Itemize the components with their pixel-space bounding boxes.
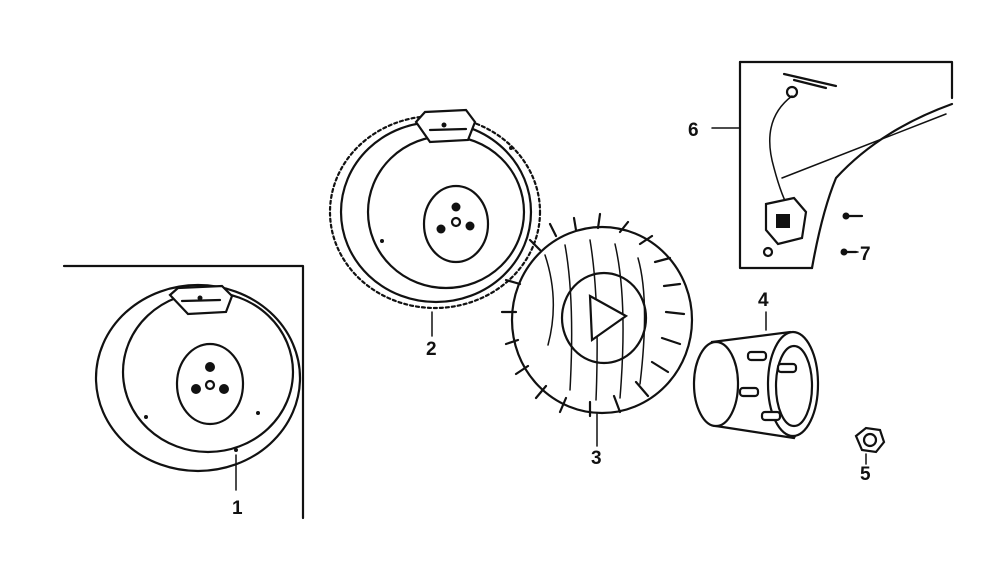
callout-5: 5 — [860, 464, 871, 485]
flange-nut — [854, 426, 886, 454]
callout-1: 1 — [232, 498, 243, 519]
flywheel-ring-gear — [328, 108, 542, 310]
leader-lines — [235, 127, 867, 491]
mounting-screws — [840, 212, 864, 256]
part-6-group-frame — [738, 60, 954, 270]
starter-cup — [692, 330, 820, 440]
part-1-group-frame — [62, 264, 305, 520]
callout-2: 2 — [426, 339, 437, 360]
ignition-coil — [762, 72, 947, 258]
callout-7: 7 — [860, 244, 871, 265]
callout-4: 4 — [758, 290, 769, 311]
callout-3: 3 — [591, 448, 602, 469]
cooling-fan — [500, 212, 694, 418]
flywheel-rear — [94, 283, 302, 473]
callout-6: 6 — [688, 120, 699, 141]
